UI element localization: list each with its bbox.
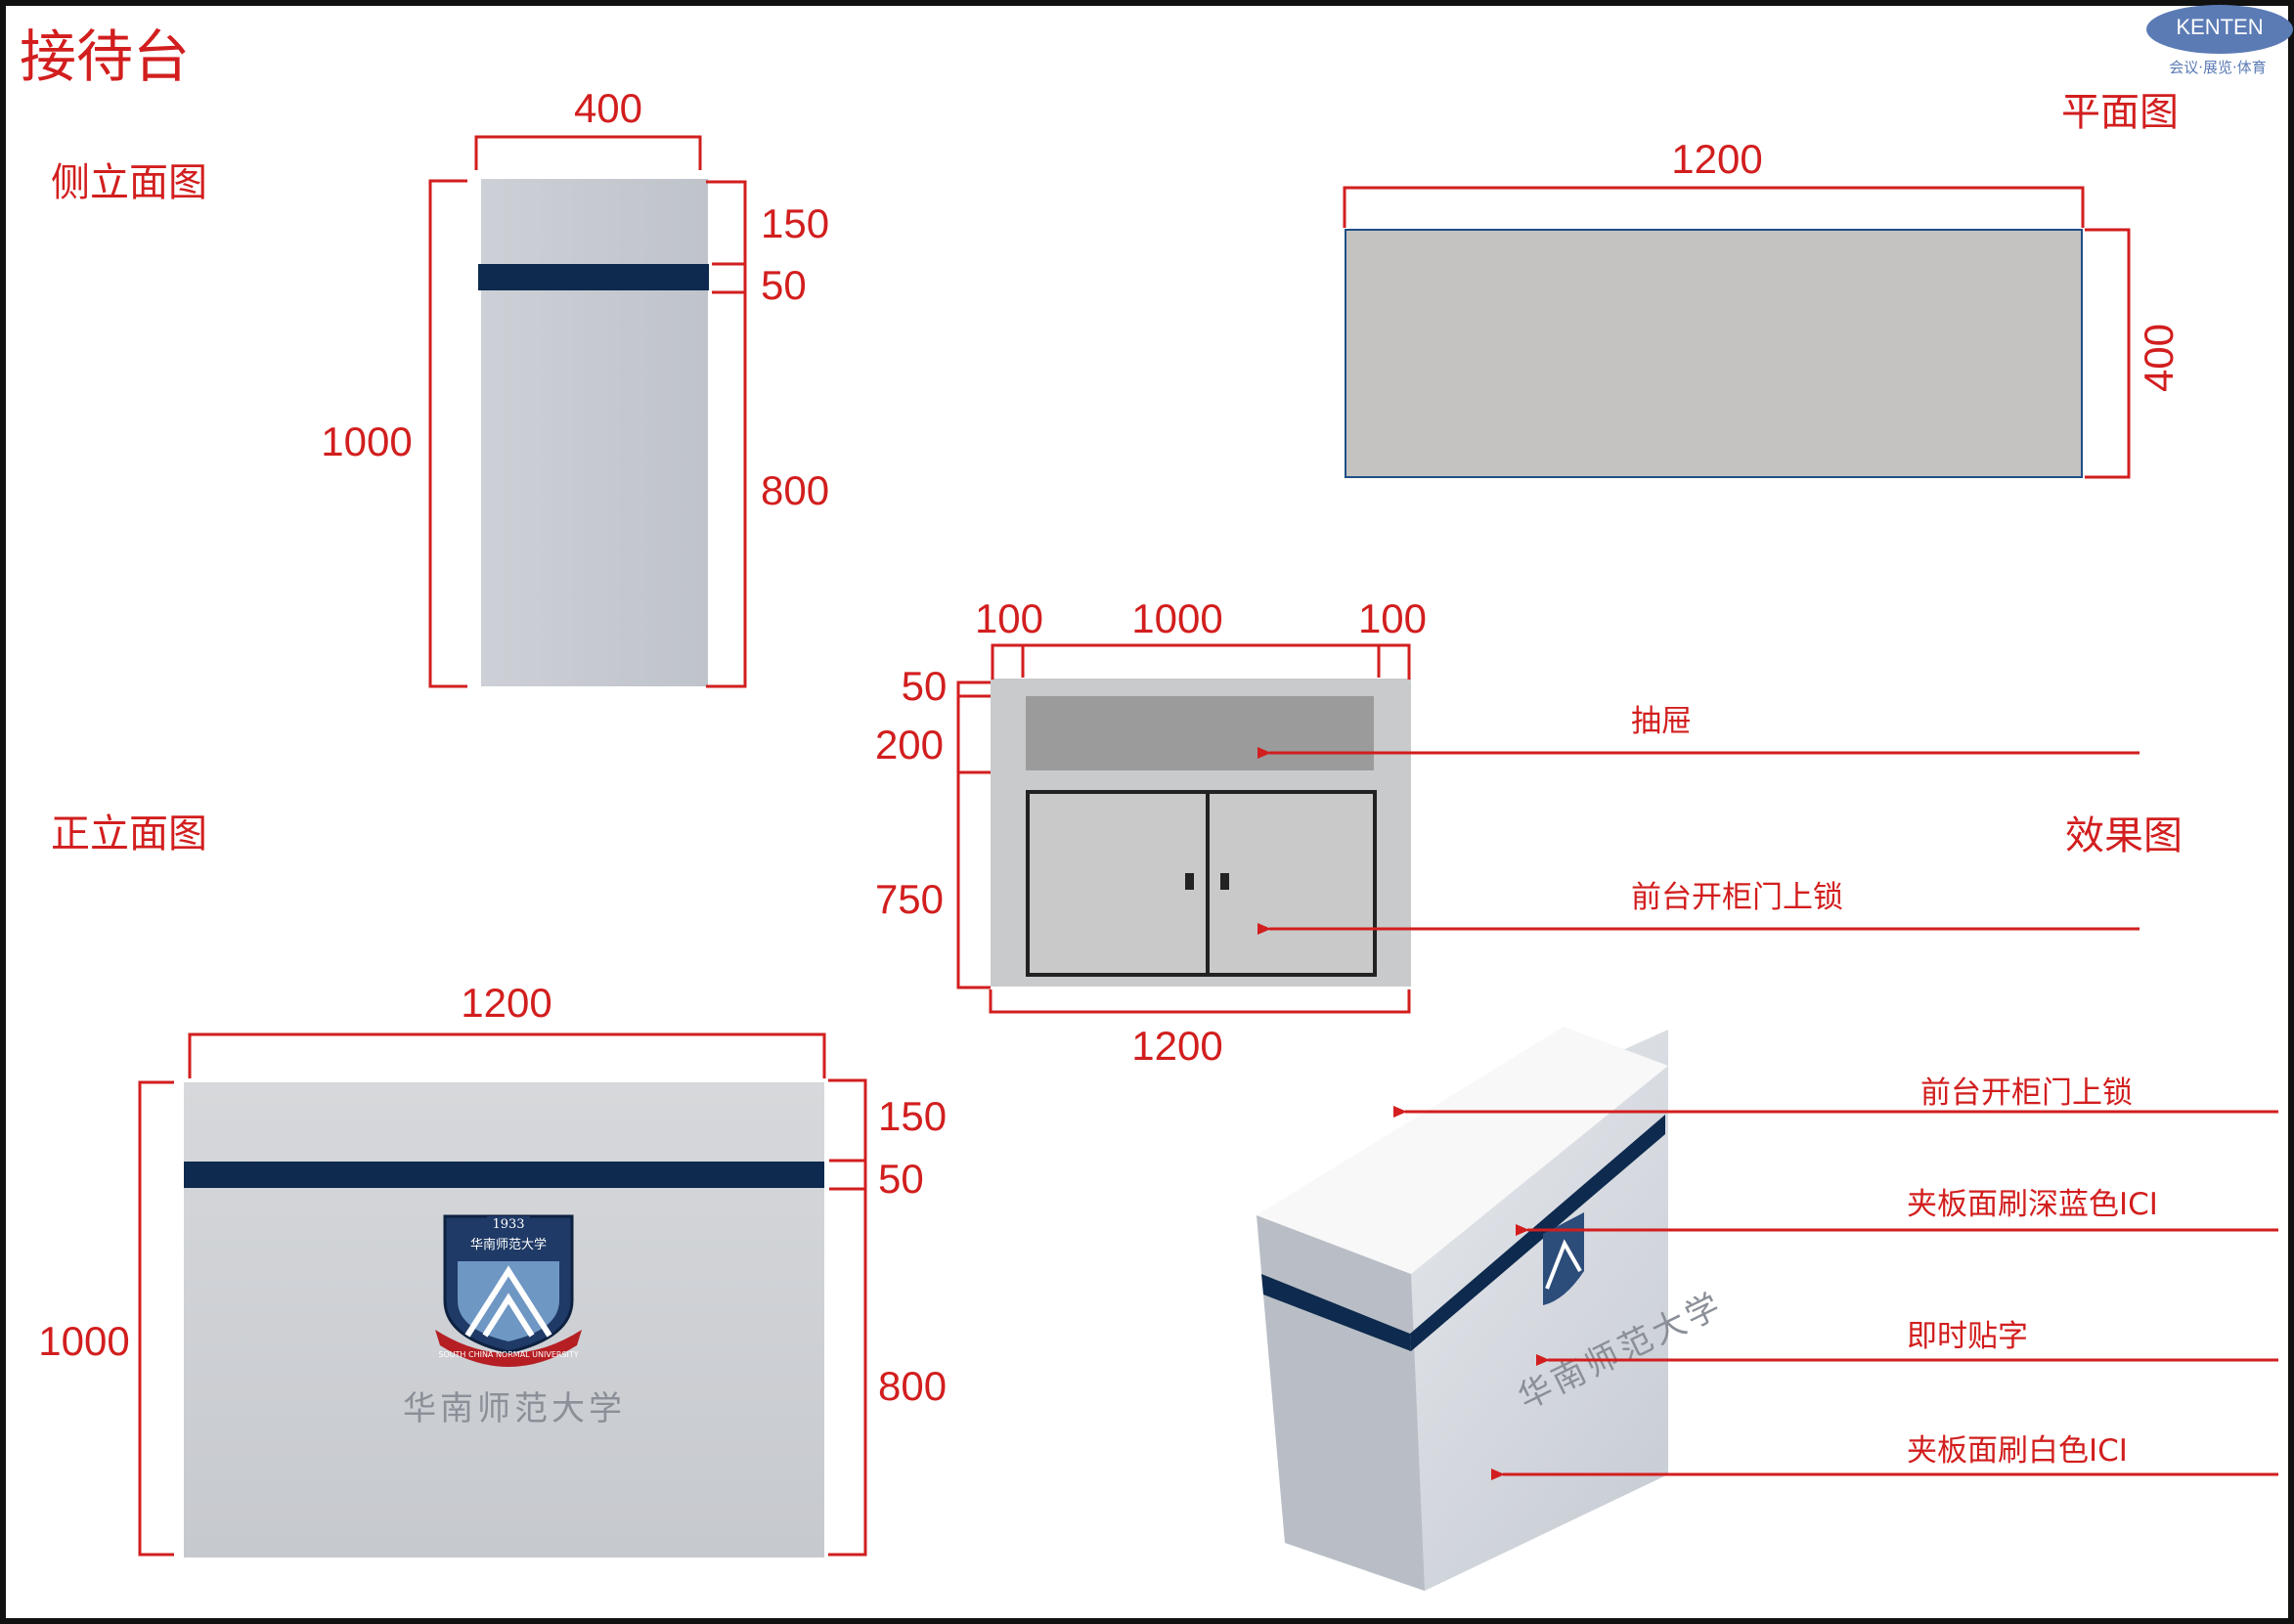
render-front-band — [1410, 1115, 1665, 1351]
render-top-label: 前台开柜门上锁 — [1920, 1075, 2133, 1111]
university-emblem: 1933 华南师范大学 SOUTH CHINA NORMAL UNIVERSIT… — [435, 1214, 582, 1367]
door-handle-right — [1220, 873, 1229, 890]
door-handle-left — [1185, 873, 1194, 890]
page-title: 接待台 — [20, 23, 190, 90]
emblem-year: 1933 — [492, 1217, 524, 1232]
logo-brand: KENTEN — [2176, 15, 2263, 39]
side-width-dimline — [474, 135, 702, 170]
side-elevation — [428, 135, 747, 688]
render-emblem-mark — [1545, 1239, 1582, 1290]
front-top-dim: 150 — [878, 1093, 947, 1139]
cabinet-doors — [1026, 790, 1377, 977]
emblem-chevrons — [464, 1265, 552, 1338]
logo-mark: 建英 — [2207, 3, 2228, 17]
back-width-dim: 1200 — [1131, 1023, 1222, 1069]
side-elevation-label: 侧立面图 — [51, 160, 207, 205]
render-top-face — [1257, 1027, 1668, 1274]
side-band-dim: 50 — [761, 262, 807, 308]
back-top-dimline — [991, 643, 1411, 680]
front-width-dimline — [188, 1032, 826, 1078]
plan-depth-dim: 400 — [2136, 324, 2182, 392]
emblem-script: 华南师范大学 — [470, 1237, 547, 1252]
plan-depth-dimline — [2085, 228, 2131, 479]
plan-view — [1343, 186, 2131, 479]
render-view-label: 效果图 — [2065, 813, 2183, 858]
front-width-dim: 1200 — [461, 980, 551, 1026]
plan-rect — [1345, 229, 2083, 478]
side-right-dimline — [706, 180, 747, 688]
render-letters-label: 即时贴字 — [1907, 1319, 2028, 1354]
side-height-dim: 1000 — [321, 418, 412, 464]
plan-width-dim: 1200 — [1671, 136, 1762, 182]
university-name: 华南师范大学 — [403, 1389, 626, 1428]
front-bottom-dim: 800 — [878, 1363, 947, 1409]
side-panel — [481, 179, 708, 686]
back-elevation — [956, 643, 1411, 1014]
front-height-dimline — [138, 1080, 174, 1557]
logo-ellipse — [2146, 5, 2293, 54]
front-elevation-label: 正立面图 — [51, 812, 207, 856]
front-blue-band — [184, 1162, 824, 1188]
drawer — [1026, 696, 1374, 770]
side-width-dim: 400 — [574, 85, 642, 131]
render-body-label: 夹板面刷白色ICI — [1907, 1433, 2128, 1469]
back-right-dim: 100 — [1358, 595, 1427, 641]
back-top-dim: 50 — [902, 663, 948, 709]
back-left-dim: 100 — [975, 595, 1043, 641]
render-side-face — [1257, 1215, 1425, 1591]
front-band-dim: 50 — [878, 1156, 924, 1202]
back-middle-dim: 1000 — [1131, 595, 1222, 641]
side-top-dim: 150 — [761, 200, 829, 246]
side-bottom-dim: 800 — [761, 467, 829, 513]
front-right-dimline — [828, 1078, 867, 1557]
drawer-label: 抽屉 — [1631, 704, 1692, 739]
render-side-band — [1261, 1274, 1411, 1351]
render-emblem — [1543, 1212, 1584, 1305]
back-bottom-dimline — [989, 989, 1411, 1014]
plan-view-label: 平面图 — [2061, 90, 2179, 135]
emblem-year-plate — [487, 1216, 530, 1230]
side-blue-band — [478, 264, 709, 290]
logo-tagline: 会议·展览·体育 — [2169, 59, 2267, 76]
cabinet-label: 前台开柜门上锁 — [1631, 880, 1843, 915]
back-left-dimline — [956, 680, 991, 989]
desk-render: 华南师范大学 — [1257, 1027, 1730, 1591]
emblem-ring-text: SOUTH CHINA NORMAL UNIVERSITY — [438, 1350, 578, 1359]
back-cabinet-dim: 750 — [875, 876, 944, 922]
side-height-dimline — [428, 179, 467, 688]
plan-width-dimline — [1343, 186, 2085, 228]
render-band-label: 夹板面刷深蓝色ICI — [1907, 1187, 2158, 1222]
kenten-logo: 建英 KENTEN 会议·展览·体育 — [2146, 3, 2293, 76]
front-height-dim: 1000 — [38, 1318, 129, 1364]
emblem-ribbon — [435, 1330, 582, 1367]
back-drawer-dim: 200 — [875, 722, 944, 768]
